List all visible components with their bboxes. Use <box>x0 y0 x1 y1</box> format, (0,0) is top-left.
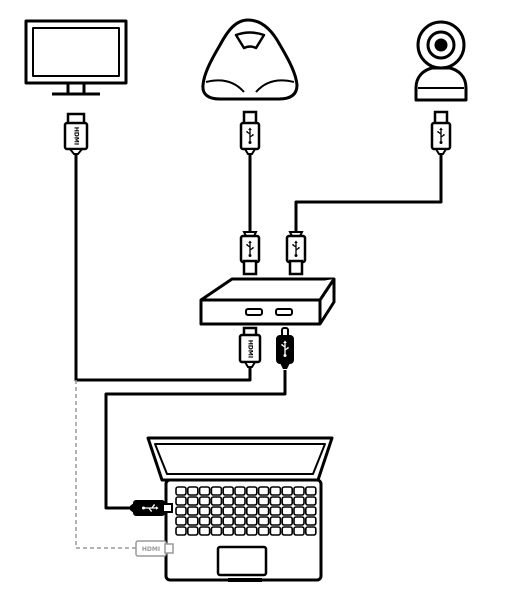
keyboard-key <box>257 526 270 536</box>
keyboard-key <box>281 496 294 506</box>
laptop-hdmi-label: HDMI <box>142 546 160 553</box>
speakerphone-usb-plug-hub <box>239 231 261 276</box>
laptop-hdmi-plug: HDMI <box>135 540 174 557</box>
cables <box>74 152 443 510</box>
optional-hdmi-cable <box>75 380 136 549</box>
camera-usb-plug-top <box>430 110 452 155</box>
keyboard-key <box>222 486 234 496</box>
keyboard-key <box>304 496 317 506</box>
keyboard-key <box>246 486 258 496</box>
keyboard-key <box>281 516 294 526</box>
keyboard-key <box>246 496 258 506</box>
camera-usb-cable <box>294 152 443 232</box>
keyboard-key <box>281 486 294 496</box>
keyboard-key <box>293 506 305 516</box>
keyboard-key <box>246 516 258 526</box>
keyboard-key <box>198 516 211 526</box>
keyboard-key <box>198 486 211 496</box>
keyboard-key <box>222 496 234 506</box>
keyboard-key <box>257 516 270 526</box>
keyboard-key <box>234 496 246 506</box>
keyboard-key <box>304 506 317 516</box>
conference-speakerphone-icon <box>201 18 299 101</box>
keyboard-key <box>304 526 317 536</box>
keyboard-key <box>187 516 199 526</box>
keyboard-key <box>234 486 246 496</box>
keyboard-key <box>187 496 199 506</box>
keyboard-key <box>198 506 211 516</box>
keyboard-key <box>175 496 187 506</box>
keyboard-key <box>257 496 270 506</box>
keyboard-key <box>281 526 294 536</box>
keyboard-key <box>293 496 305 506</box>
keyboard-key <box>222 516 234 526</box>
keyboard-key <box>234 516 246 526</box>
keyboard-key <box>210 496 223 506</box>
keyboard-key <box>269 486 282 496</box>
ptz-camera-icon <box>414 20 468 102</box>
keyboard-key <box>304 516 317 526</box>
keyboard-key <box>293 486 305 496</box>
keyboard-key <box>234 506 246 516</box>
keyboard-key <box>210 516 223 526</box>
keyboard-key <box>281 506 294 516</box>
keyboard-key <box>187 526 199 536</box>
hub-hdmi-plug: HDMI <box>238 326 262 368</box>
keyboard-key <box>222 506 234 516</box>
keyboard-key <box>234 526 246 536</box>
monitor-hdmi-plug: HDMI <box>63 112 89 155</box>
keyboard-key <box>269 516 282 526</box>
keyboard-key <box>198 496 211 506</box>
keyboard-key <box>269 506 282 516</box>
camera-usb-plug-hub <box>285 231 307 276</box>
keyboard-key <box>210 526 223 536</box>
keyboard-key <box>175 486 187 496</box>
keyboard-key <box>304 486 317 496</box>
keyboard-key <box>269 526 282 536</box>
keyboard-key <box>246 506 258 516</box>
hub-hdmi-label: HDMI <box>247 340 254 358</box>
monitor-hdmi-label: HDMI <box>73 127 80 145</box>
keyboard-key <box>175 526 187 536</box>
keyboard-key <box>293 516 305 526</box>
keyboard-key <box>257 486 270 496</box>
keyboard-key <box>222 526 234 536</box>
keyboard-key <box>198 526 211 536</box>
keyboard-key <box>175 516 187 526</box>
keyboard-key <box>175 506 187 516</box>
keyboard-key <box>269 496 282 506</box>
monitor-hdmi-cable <box>74 152 252 382</box>
laptop-usb-plug <box>130 500 173 516</box>
keyboard-key <box>210 506 223 516</box>
keyboard-key <box>246 526 258 536</box>
speakerphone-usb-plug-top <box>239 110 261 155</box>
keyboard-key <box>187 506 199 516</box>
keyboard-key <box>187 486 199 496</box>
laptop-keyboard <box>175 486 317 536</box>
hub-usb-c-plug <box>276 327 294 369</box>
keyboard-key <box>210 486 223 496</box>
usb-hdmi-hub-icon <box>199 277 336 326</box>
keyboard-key <box>293 526 305 536</box>
keyboard-key <box>257 506 270 516</box>
hub-usb-cable <box>104 370 287 510</box>
monitor-icon <box>24 19 128 96</box>
